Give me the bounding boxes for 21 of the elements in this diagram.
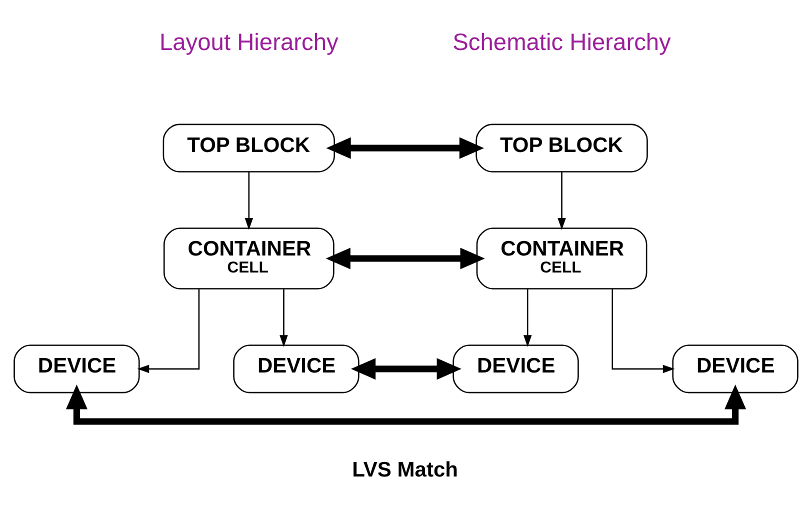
node-box: TOP BLOCK [162, 124, 335, 172]
node-box: CONTAINER CELL [476, 228, 647, 290]
node-box: DEVICE [452, 344, 578, 394]
node-box: DEVICE [672, 344, 798, 394]
arrow [611, 289, 674, 374]
arrow [350, 358, 461, 380]
label: Schematic Hierarchy [452, 30, 670, 56]
node-box: TOP BLOCK [475, 124, 648, 172]
arrow [279, 289, 288, 347]
node-box: DEVICE [13, 344, 140, 394]
arrow [136, 289, 200, 374]
arrow [244, 172, 253, 230]
node-box: CONTAINER CELL [162, 228, 334, 290]
arrow [325, 248, 484, 270]
node-box: DEVICE [232, 344, 359, 394]
label: Layout Hierarchy [158, 30, 338, 56]
arrow [557, 172, 566, 230]
arrow [65, 384, 746, 425]
arrow [522, 289, 532, 347]
label: LVS Match [352, 458, 458, 482]
arrow [326, 137, 484, 159]
